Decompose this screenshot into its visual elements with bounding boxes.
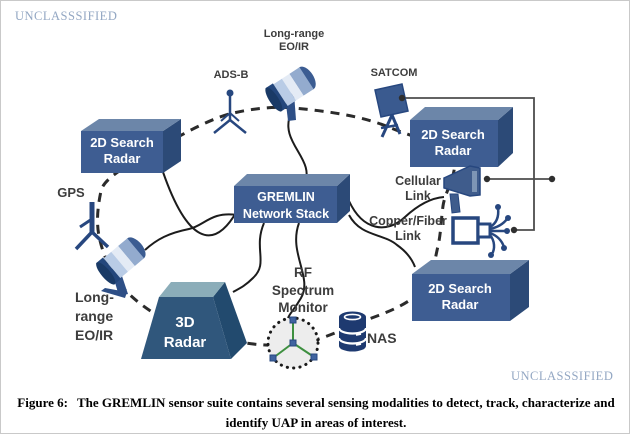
radar-bottom-right-box bbox=[412, 260, 529, 321]
eoir-bottom-label: Long- range EO/IR bbox=[75, 289, 114, 343]
gps-label: GPS bbox=[57, 185, 85, 200]
gremlin-network-stack-label: GREMLIN Network Stack bbox=[242, 190, 330, 221]
link-hub-radar-bottom-right bbox=[348, 214, 416, 268]
rf-spectrum-monitor-label: RF Spectrum Monitor bbox=[271, 265, 335, 315]
copper-fiber-link-label: Copper/Fiber Link bbox=[369, 214, 447, 243]
figure-caption-line2: identify UAP in areas of interest. bbox=[225, 415, 407, 430]
radar-top-right-label: 2D Search Radar bbox=[421, 127, 485, 158]
radar-top-right-box bbox=[410, 107, 513, 167]
gremlin-network-stack-box bbox=[234, 174, 350, 223]
radar-top-left-box bbox=[81, 119, 181, 173]
connection-dots bbox=[398, 94, 556, 234]
cellular-horn-icon bbox=[443, 165, 481, 214]
nas-database-icon bbox=[337, 311, 368, 352]
satcom-label: SATCOM bbox=[370, 67, 418, 79]
link-hub-eoir-bottom bbox=[144, 213, 238, 251]
radar-bottom-right-label: 2D Search Radar bbox=[428, 281, 492, 312]
copper-fiber-connector-icon bbox=[451, 204, 511, 258]
nas-label: NAS bbox=[367, 330, 397, 346]
link-satcom-copper-fiber bbox=[402, 97, 535, 231]
radar-3d-label: 3D Radar bbox=[163, 314, 207, 351]
eoir-top-label: Long-range EO/IR bbox=[263, 28, 325, 53]
link-hub-rf-monitor bbox=[287, 222, 306, 319]
classification-banner-bottom: UNCLASSSIFIED bbox=[511, 369, 614, 383]
link-hub-3d-radar bbox=[232, 222, 265, 293]
eo-ir-camera-bottom-icon bbox=[93, 233, 151, 298]
radar-3d-shape bbox=[141, 282, 247, 359]
satcom-dish-icon bbox=[374, 83, 409, 138]
eo-ir-camera-top-icon bbox=[262, 62, 321, 121]
radar-top-left-label: 2D Search Radar bbox=[90, 135, 154, 166]
figure-caption-line1: Figure 6:The GREMLIN sensor suite contai… bbox=[17, 395, 615, 410]
gps-antenna-icon bbox=[74, 202, 110, 251]
adsb-label: ADS-B bbox=[213, 69, 249, 81]
link-hub-radar-top-left bbox=[162, 171, 238, 237]
sensor-diagram bbox=[74, 62, 556, 370]
figure-caption: Figure 6:The GREMLIN sensor suite contai… bbox=[1, 393, 629, 433]
cellular-link-label: Cellular Link bbox=[395, 174, 441, 203]
adsb-antenna-icon bbox=[213, 89, 247, 134]
rf-spectrum-monitor-icon bbox=[266, 316, 320, 370]
classification-banner-top: UNCLASSSIFIED bbox=[15, 9, 118, 23]
link-hub-cellular bbox=[348, 196, 445, 229]
